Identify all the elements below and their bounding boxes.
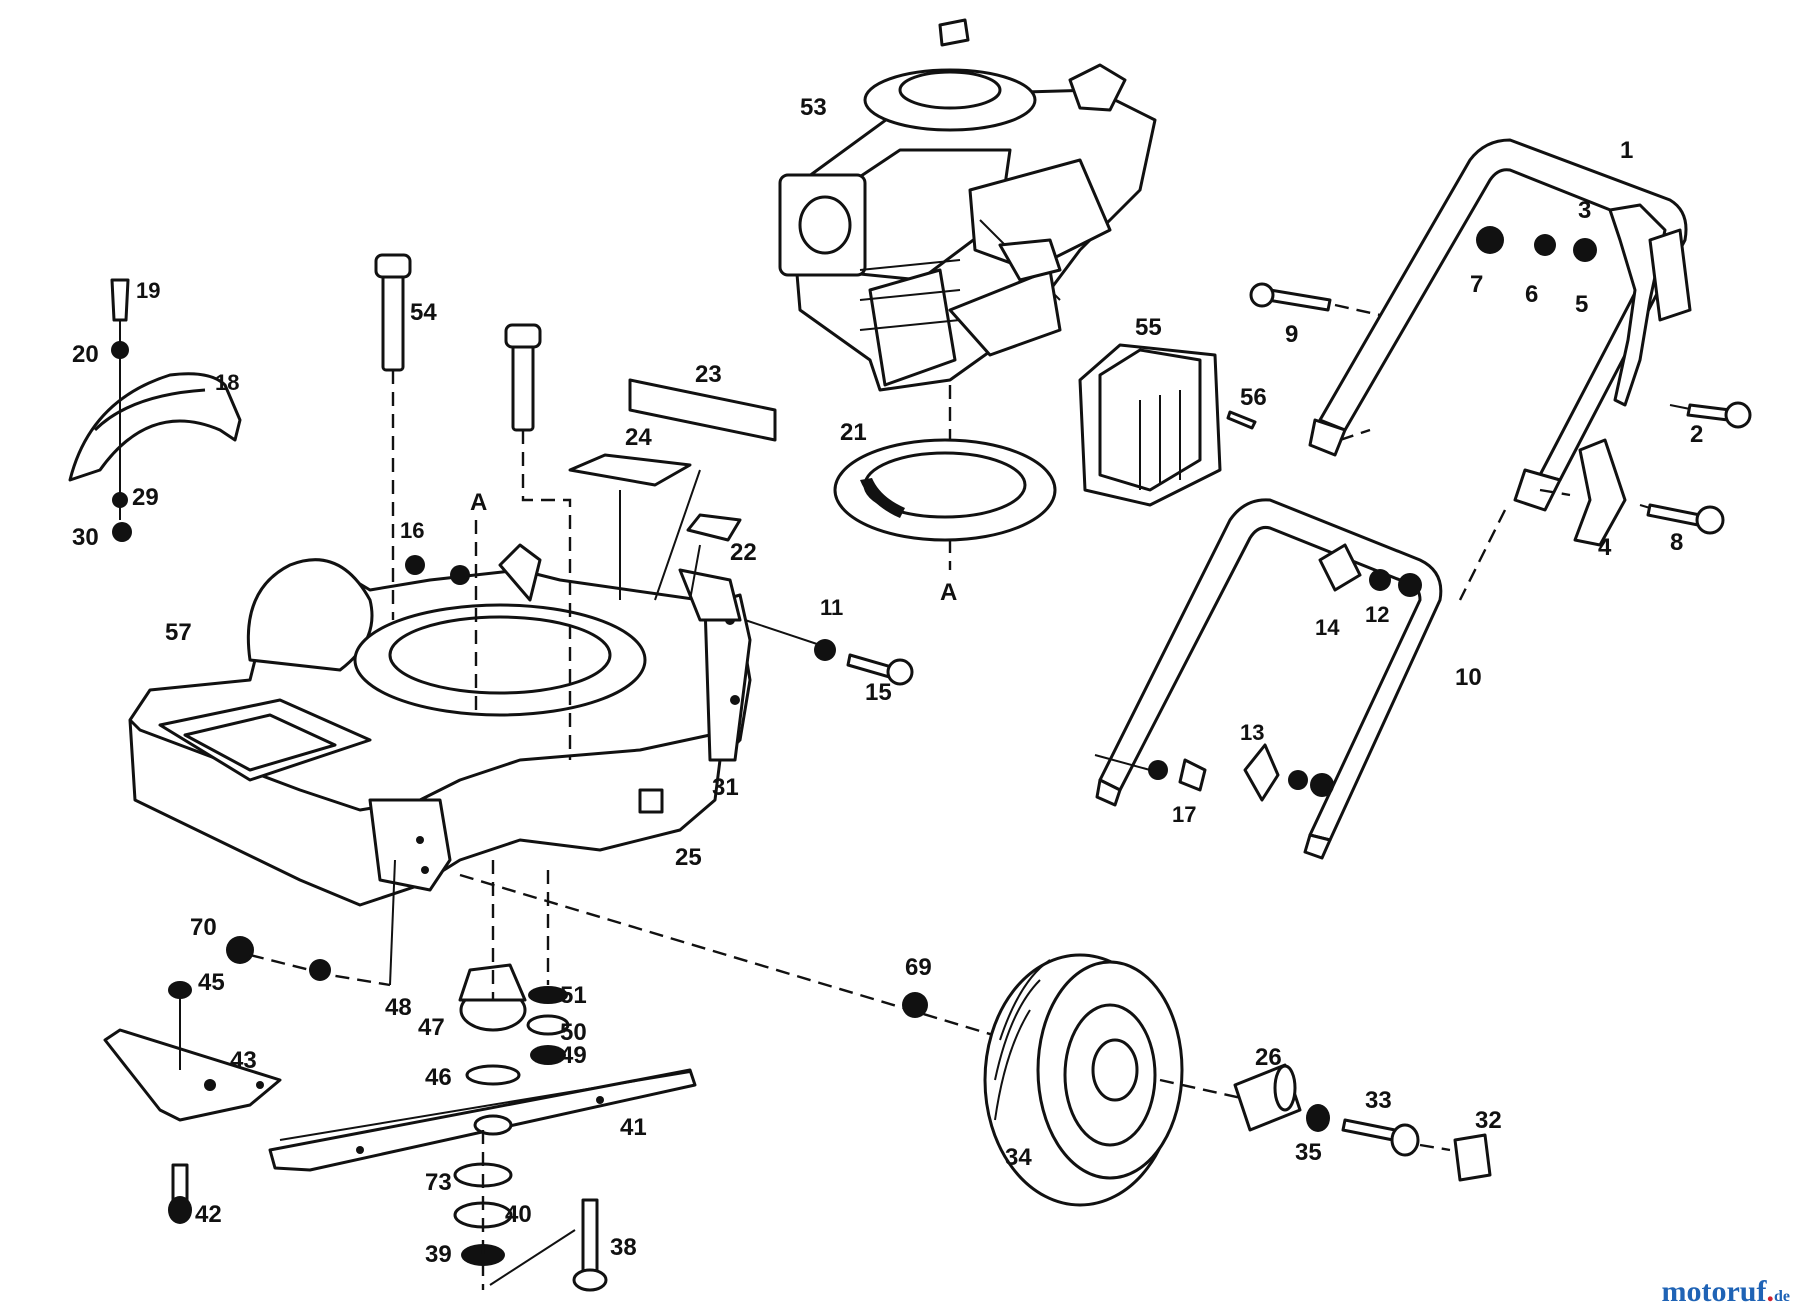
fasteners xyxy=(374,226,1752,802)
callout-label: 46 xyxy=(425,1064,452,1091)
handle-upper xyxy=(1308,138,1688,512)
callout-label: 15 xyxy=(865,679,892,706)
callout-label: 31 xyxy=(712,774,739,801)
callout-label: 4 xyxy=(1598,534,1612,561)
callout-label: A xyxy=(940,579,957,606)
callout-label: 38 xyxy=(610,1234,637,1261)
bracket xyxy=(1078,343,1222,507)
callout-label: 42 xyxy=(195,1201,222,1228)
callout-label: 3 xyxy=(1578,197,1591,224)
callout-label: 2 xyxy=(1690,421,1703,448)
callout-label: 48 xyxy=(385,994,412,1021)
callout-label: 14 xyxy=(1315,615,1340,640)
lever xyxy=(1608,203,1692,407)
deck-ring xyxy=(833,438,1057,542)
callout-label: 56 xyxy=(1240,384,1267,411)
callout-label: 49 xyxy=(560,1042,587,1069)
callout-label: 51 xyxy=(560,982,587,1009)
callout-label: 32 xyxy=(1475,1107,1502,1134)
label-plates xyxy=(568,378,777,601)
callout-label: 30 xyxy=(72,524,99,551)
callout-label: 12 xyxy=(1365,602,1389,627)
callout-label: 29 xyxy=(132,484,159,511)
wheel xyxy=(983,953,1251,1207)
watermark: motoruf.de xyxy=(1662,1275,1790,1309)
callout-label: 34 xyxy=(1005,1144,1032,1171)
callout-label: 10 xyxy=(1455,664,1482,691)
callout-label: 25 xyxy=(675,844,702,871)
callout-label: 8 xyxy=(1670,529,1683,556)
callout-label: 21 xyxy=(840,419,867,446)
engine xyxy=(778,18,1157,392)
axle-parts xyxy=(1233,1063,1492,1182)
callout-labels: 1 2 3 4 5 6 7 8 9 10 11 12 13 14 15 16 1… xyxy=(72,94,1703,1268)
callout-label: 40 xyxy=(505,1201,532,1228)
callout-label: 69 xyxy=(905,954,932,981)
callout-label: 54 xyxy=(410,299,437,326)
callout-label: 70 xyxy=(190,914,217,941)
callout-label: 19 xyxy=(136,278,160,303)
callout-label: 45 xyxy=(198,969,225,996)
callout-label: 41 xyxy=(620,1114,647,1141)
callout-label: 50 xyxy=(560,1019,587,1046)
callout-label: 43 xyxy=(230,1047,257,1074)
callout-label: 6 xyxy=(1525,281,1538,308)
axle-washer xyxy=(902,992,928,1018)
chute-guard xyxy=(68,278,242,542)
callout-label: 55 xyxy=(1135,314,1162,341)
callout-label: 35 xyxy=(1295,1139,1322,1166)
callout-label: 23 xyxy=(695,361,722,388)
callout-label: A xyxy=(470,489,487,516)
callout-label: 7 xyxy=(1470,271,1483,298)
callout-label: 53 xyxy=(800,94,827,121)
watermark-dot: . xyxy=(1766,1275,1775,1308)
callout-label: 1 xyxy=(1620,137,1633,164)
watermark-name: motoruf xyxy=(1661,1275,1767,1308)
callout-label: 11 xyxy=(820,595,843,620)
callout-label: 24 xyxy=(625,424,652,451)
axle-line xyxy=(459,873,1011,1042)
callout-label: 9 xyxy=(1285,321,1298,348)
callout-label: 39 xyxy=(425,1241,452,1268)
callout-label: 33 xyxy=(1365,1087,1392,1114)
watermark-tld: de xyxy=(1774,1288,1790,1305)
callout-label: 26 xyxy=(1255,1044,1282,1071)
handle-bracket xyxy=(1539,438,1627,547)
blade-assembly xyxy=(103,859,697,1292)
deck-housing xyxy=(128,543,752,907)
callout-label: 73 xyxy=(425,1169,452,1196)
callout-label: 5 xyxy=(1575,291,1588,318)
callout-label: 47 xyxy=(418,1014,445,1041)
callout-label: 22 xyxy=(730,539,757,566)
callout-label: 20 xyxy=(72,341,99,368)
callout-label: 57 xyxy=(165,619,192,646)
callout-label: 17 xyxy=(1172,802,1196,827)
callout-label: 18 xyxy=(215,370,239,395)
callout-label: 13 xyxy=(1240,720,1264,745)
callout-label: 16 xyxy=(400,518,424,543)
handle-lower xyxy=(1095,498,1507,860)
